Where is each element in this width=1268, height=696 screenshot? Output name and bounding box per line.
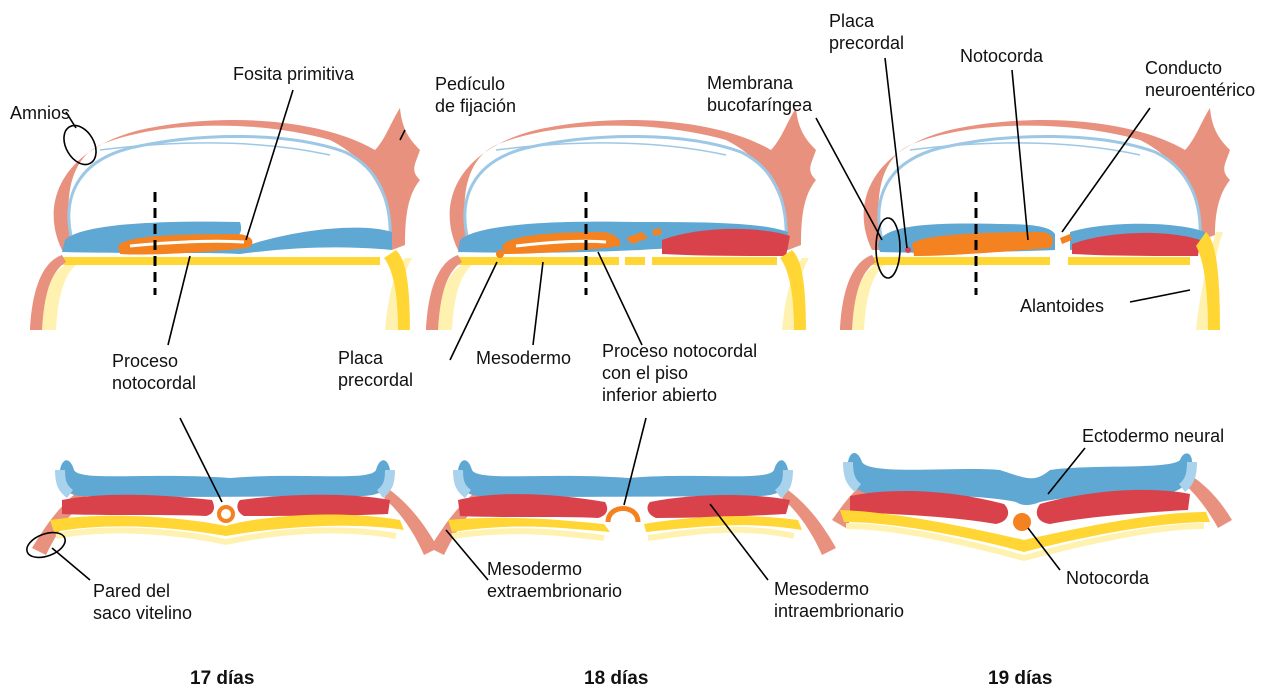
label-notocorda-top: Notocorda: [960, 45, 1043, 67]
notochordal-process-ring-17: [219, 507, 233, 521]
label-ectodermo-neural: Ectodermo neural: [1082, 425, 1224, 447]
transverse-18: [430, 460, 836, 555]
label-pared-saco-vitelino: Pared del saco vitelino: [93, 580, 192, 624]
mesoderm-18-left: [458, 494, 607, 518]
label-amnios: Amnios: [10, 102, 70, 124]
label-pediculo-fijacion: Pedículo de fijación: [435, 73, 516, 117]
mesoderm-17-right: [237, 495, 390, 516]
day-label-18: 18 días: [584, 668, 648, 690]
label-placa-precordal-18: Placa precordal: [338, 347, 413, 391]
mesoderm-17-left: [62, 495, 214, 516]
label-placa-precordal-19: Placa precordal: [829, 10, 904, 54]
label-alantoides: Alantoides: [1020, 295, 1104, 317]
sagittal-18: [426, 108, 816, 330]
transverse-19: [832, 453, 1232, 558]
label-notocorda-bottom: Notocorda: [1066, 567, 1149, 589]
label-conducto-neuroenterico: Conducto neuroentérico: [1145, 57, 1255, 101]
transverse-17: [32, 460, 438, 555]
label-membrana-bucofaringea: Membrana bucofaríngea: [707, 72, 812, 116]
ectoderm-17-trans: [60, 460, 391, 497]
label-mesodermo-intraembrionario: Mesodermo intraembrionario: [774, 578, 904, 622]
sagittal-17: [30, 108, 420, 330]
label-mesodermo: Mesodermo: [476, 347, 571, 369]
day-label-17: 17 días: [190, 668, 254, 690]
label-mesodermo-extraembrionario: Mesodermo extraembrionario: [487, 558, 622, 602]
label-fosita-primitiva: Fosita primitiva: [233, 63, 354, 85]
label-proceso-piso-abierto: Proceso notocordal con el piso inferior …: [602, 340, 757, 406]
endoderm: [58, 257, 380, 265]
open-notochordal-process-18: [608, 509, 638, 523]
label-proceso-notocordal: Proceso notocordal: [112, 350, 196, 394]
day-label-19: 19 días: [988, 668, 1052, 690]
